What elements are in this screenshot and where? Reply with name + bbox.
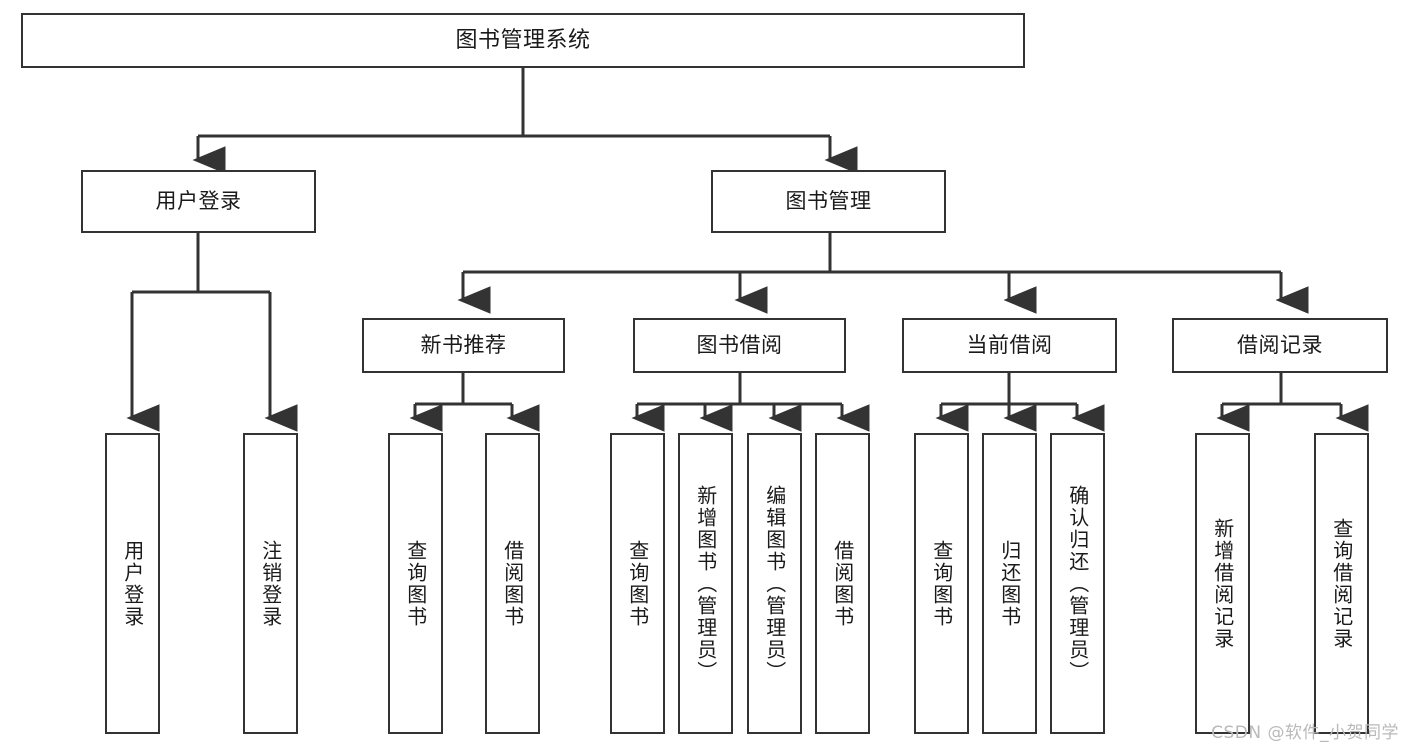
node-label: 新增借阅记录 <box>1210 517 1235 650</box>
node-label: 查询图书 <box>403 539 428 628</box>
node-label: 用户登录 <box>155 189 242 214</box>
node-label: 用户登录 <box>120 539 145 628</box>
node-book-borrow[interactable]: 图书借阅 <box>633 318 846 373</box>
node-label: 归还图书 <box>997 539 1022 628</box>
leaf-recommend-query-book[interactable]: 查询图书 <box>388 433 443 734</box>
node-new-book-recommend[interactable]: 新书推荐 <box>362 318 565 373</box>
node-book-management[interactable]: 图书管理 <box>711 170 946 233</box>
node-label: 新书推荐 <box>420 333 507 358</box>
node-label: 注销登录 <box>258 539 283 628</box>
node-label: 借阅记录 <box>1237 333 1323 358</box>
node-label: 查询图书 <box>625 539 650 628</box>
node-label: 新增图书（管理员） <box>693 484 718 683</box>
leaf-record-add-record[interactable]: 新增借阅记录 <box>1195 433 1250 734</box>
node-label: 确认归还（管理员） <box>1065 484 1090 683</box>
node-label: 当前借阅 <box>966 333 1053 358</box>
node-label: 图书管理 <box>785 189 872 214</box>
leaf-borrow-add-book-admin[interactable]: 新增图书（管理员） <box>678 433 733 734</box>
leaf-user-login-signin[interactable]: 用户登录 <box>105 433 160 734</box>
node-label: 编辑图书（管理员） <box>762 484 787 683</box>
node-borrow-record[interactable]: 借阅记录 <box>1172 318 1388 373</box>
leaf-current-query-book[interactable]: 查询图书 <box>914 433 969 734</box>
node-root-system[interactable]: 图书管理系统 <box>21 13 1025 68</box>
node-label: 图书借阅 <box>696 333 783 358</box>
leaf-borrow-edit-book-admin[interactable]: 编辑图书（管理员） <box>747 433 802 734</box>
leaf-record-query-record[interactable]: 查询借阅记录 <box>1314 433 1369 734</box>
node-label: 借阅图书 <box>500 539 525 628</box>
node-label: 查询图书 <box>929 539 954 628</box>
leaf-current-confirm-return-admin[interactable]: 确认归还（管理员） <box>1050 433 1105 734</box>
node-label: 借阅图书 <box>830 539 855 628</box>
leaf-recommend-borrow-book[interactable]: 借阅图书 <box>485 433 540 734</box>
leaf-current-return-book[interactable]: 归还图书 <box>982 433 1037 734</box>
node-label: 图书管理系统 <box>455 27 591 53</box>
node-user-login[interactable]: 用户登录 <box>81 170 316 233</box>
node-label: 查询借阅记录 <box>1329 517 1354 650</box>
leaf-borrow-query-book[interactable]: 查询图书 <box>610 433 665 734</box>
node-current-borrow[interactable]: 当前借阅 <box>902 318 1117 373</box>
leaf-user-login-signout[interactable]: 注销登录 <box>243 433 298 734</box>
leaf-borrow-borrow-book[interactable]: 借阅图书 <box>815 433 870 734</box>
csdn-watermark: CSDN @软件_小贺同学 <box>1211 723 1399 743</box>
